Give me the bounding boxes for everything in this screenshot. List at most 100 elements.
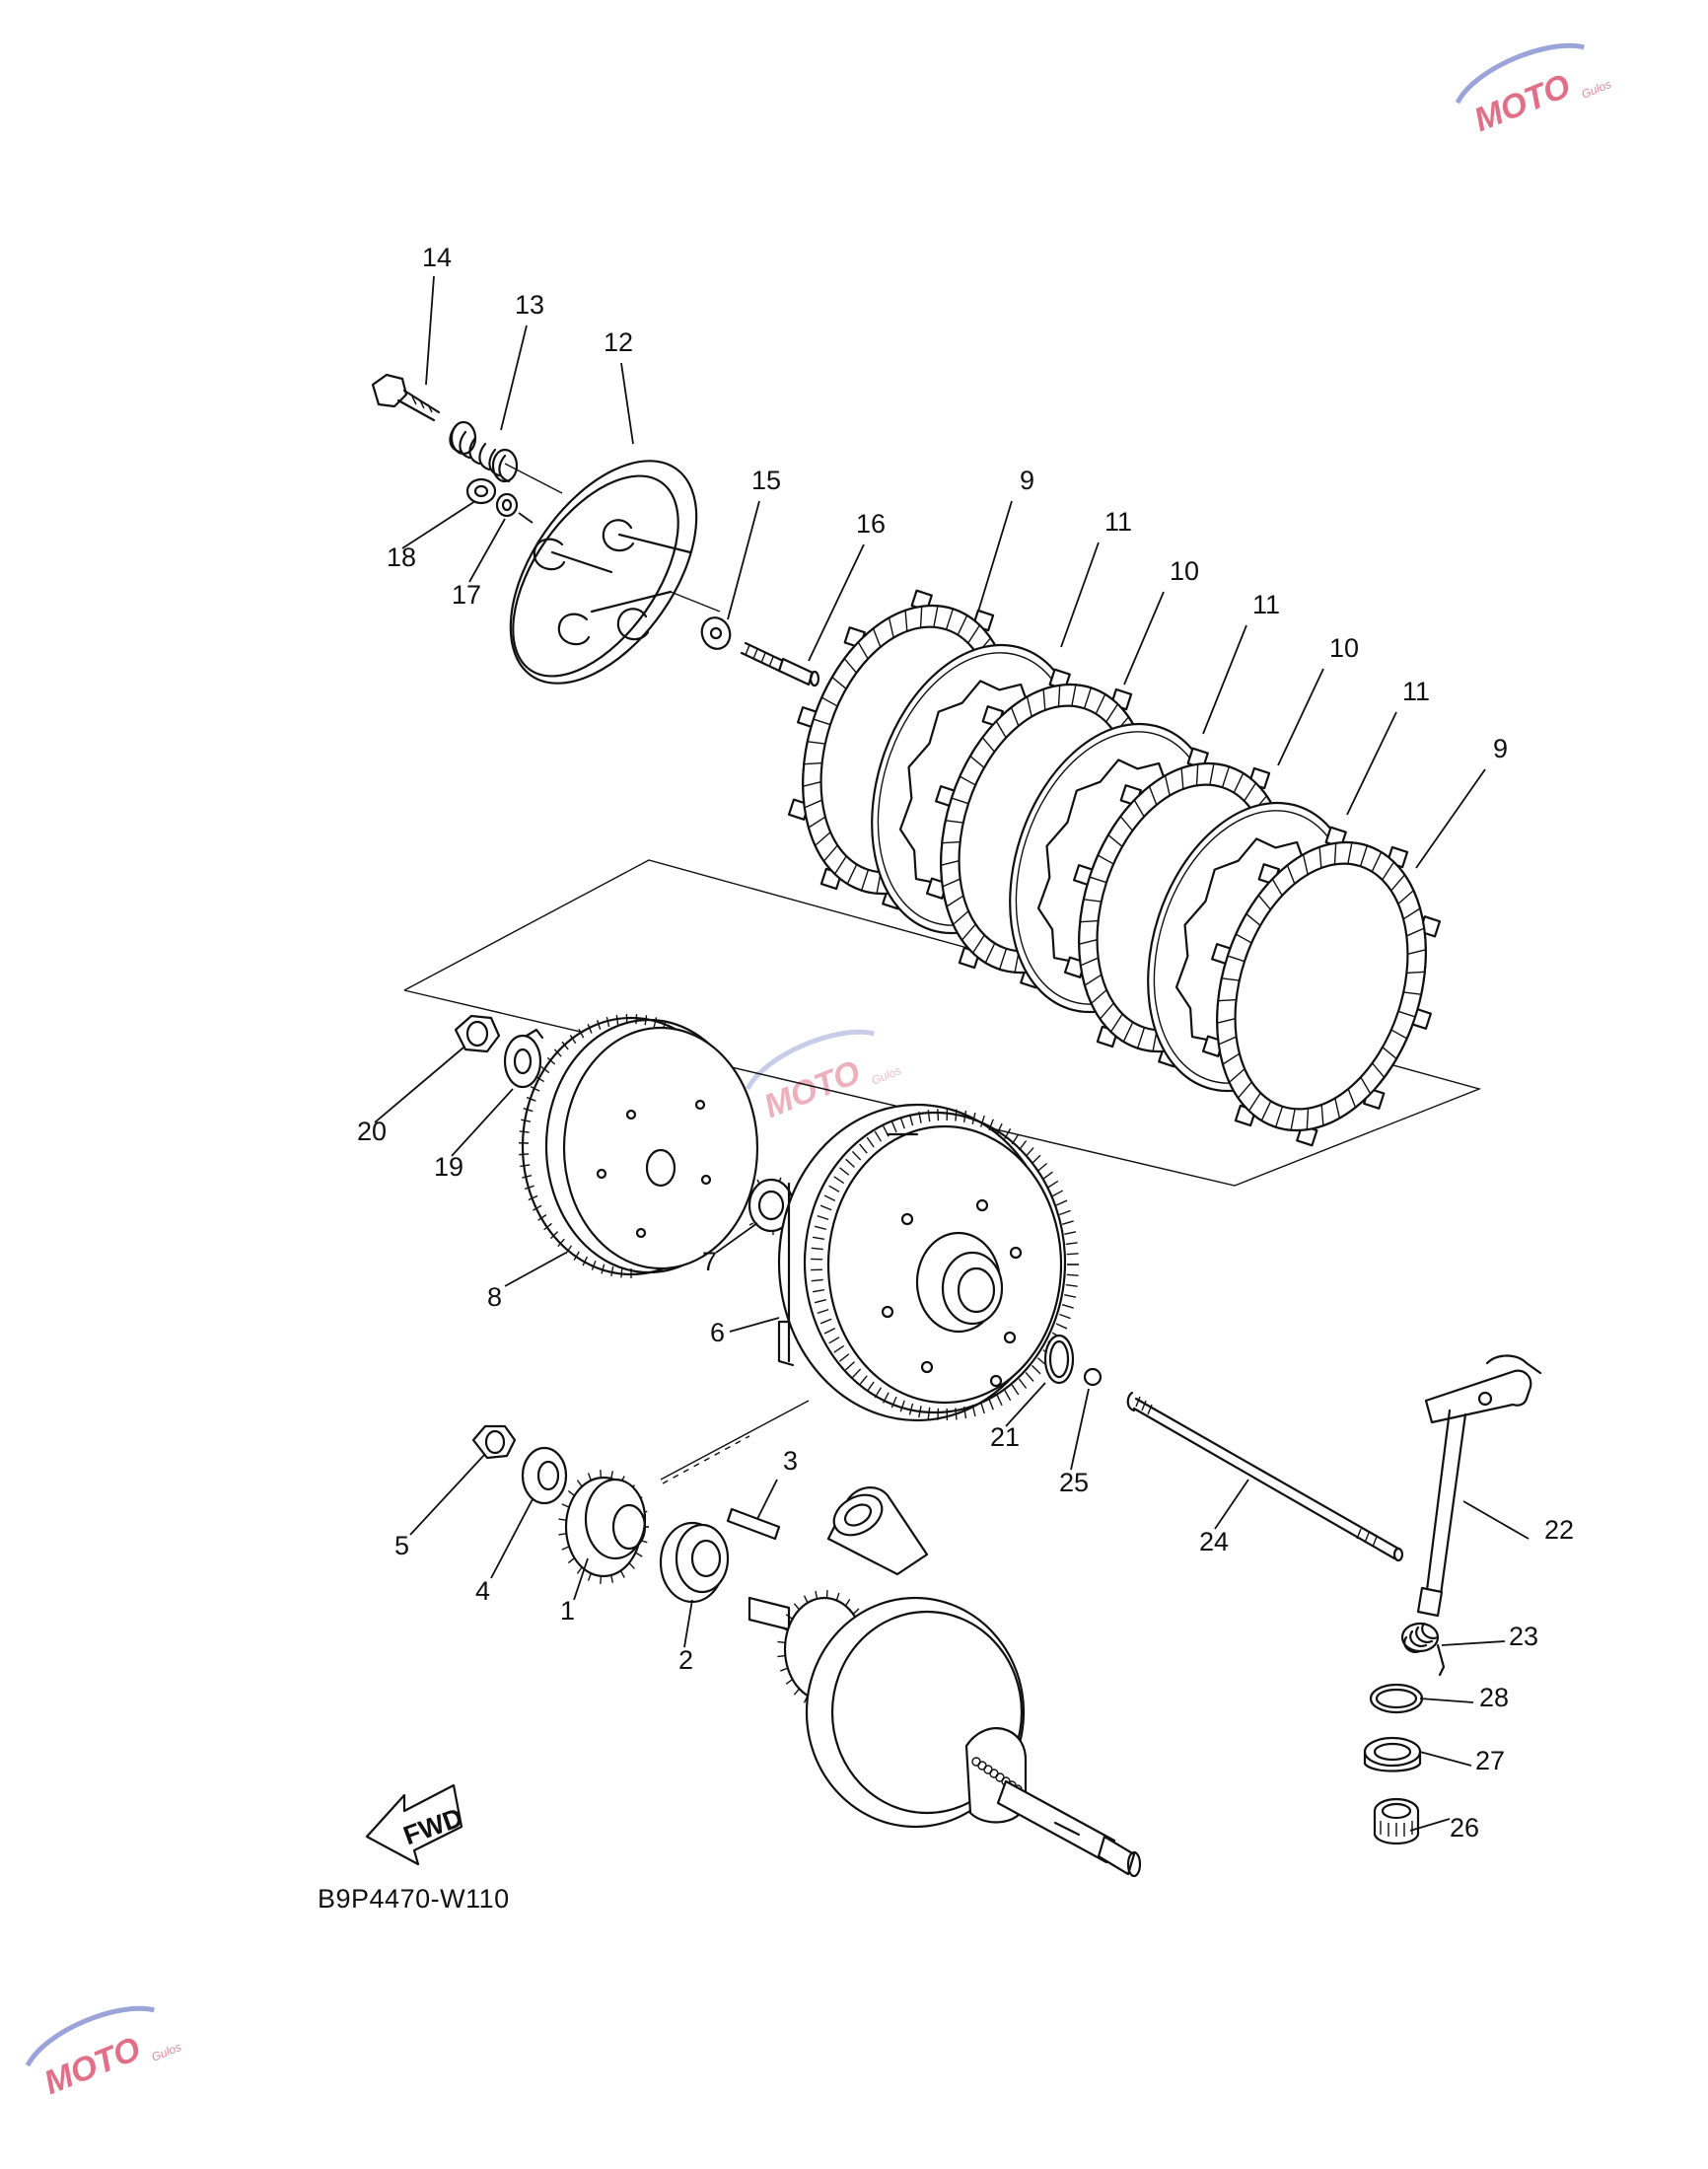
o-ring-21: [1043, 1334, 1075, 1385]
callout-20: 20: [357, 1117, 387, 1146]
watermark-bottom-left: MOTO Gulos: [25, 2005, 183, 2102]
callout-leader: [1462, 1500, 1530, 1540]
callout-1: 1: [560, 1596, 575, 1626]
callout-leader: [1346, 711, 1397, 816]
callout-28: 28: [1479, 1683, 1509, 1712]
lock-washer-19: [503, 1028, 544, 1089]
clutch-plate-stack: [787, 589, 1442, 1147]
callout-leader: [715, 1222, 758, 1254]
callout-leader: [683, 1599, 693, 1648]
callout-25: 25: [1059, 1468, 1089, 1497]
friction-plate: [1201, 826, 1442, 1147]
pressure-plate-12: [504, 460, 721, 685]
crankshaft: [747, 1486, 1142, 1878]
callout-11: 11: [1402, 677, 1430, 706]
callout-leader: [620, 362, 634, 445]
callout-leader: [808, 543, 865, 662]
callout-leader: [1415, 768, 1486, 869]
callout-18: 18: [387, 542, 416, 572]
push-rod-24: [1126, 1391, 1404, 1562]
callout-leader: [1070, 1388, 1090, 1471]
svg-text:Gulos: Gulos: [1580, 77, 1613, 102]
washer-17: [495, 492, 519, 518]
svg-text:MOTO: MOTO: [38, 2030, 145, 2102]
callout-leader: [374, 1047, 464, 1123]
bearing-2: [659, 1521, 730, 1604]
callout-6: 6: [710, 1318, 725, 1347]
callout-leader: [1419, 1751, 1472, 1767]
callout-17: 17: [452, 580, 481, 610]
collar-18: [465, 477, 497, 505]
callout-19: 19: [434, 1152, 463, 1182]
callout-leader: [409, 1453, 486, 1536]
ball-25: [1083, 1367, 1103, 1387]
callout-leader: [1060, 542, 1100, 648]
svg-text:MOTO: MOTO: [1468, 67, 1575, 139]
callout-3: 3: [783, 1446, 798, 1476]
callout-21: 21: [990, 1422, 1020, 1452]
watermark-top-right: MOTO Gulos: [1455, 42, 1613, 139]
callout-leader: [425, 275, 435, 386]
callout-leader: [451, 1088, 514, 1157]
nut-5: [471, 1424, 517, 1460]
primary-drive-gear-1: [558, 1400, 810, 1584]
callout-leader: [727, 500, 760, 620]
torsion-spring-23: [1400, 1622, 1446, 1677]
oil-seal-27: [1363, 1736, 1422, 1772]
callout-14: 14: [422, 243, 452, 272]
washer-15: [700, 616, 732, 650]
circlip-28: [1369, 1683, 1424, 1714]
washer-4: [521, 1446, 568, 1505]
callout-leader: [1277, 668, 1324, 766]
fwd-arrow-icon: FWD: [365, 1783, 466, 1866]
svg-text:Gulos: Gulos: [870, 1063, 903, 1088]
callout-layer: 1234567899101011111112131415161718192021…: [357, 243, 1574, 1843]
clutch-housing-6: [777, 1103, 1079, 1422]
diagram-code: B9P4470-W110: [318, 1884, 510, 1914]
callout-leader: [1409, 1818, 1451, 1832]
push-rod-16: [740, 641, 820, 687]
callout-12: 12: [604, 327, 633, 357]
callout-leader: [468, 518, 506, 583]
bearing-26: [1373, 1797, 1420, 1845]
callout-leader: [573, 1557, 589, 1601]
callout-23: 23: [1509, 1622, 1538, 1651]
callout-leader: [1202, 624, 1247, 735]
callout-15: 15: [751, 466, 781, 495]
clutch-boss-8: [519, 1014, 759, 1278]
svg-text:MOTO: MOTO: [758, 1053, 865, 1125]
spring-13: [449, 420, 519, 483]
callout-10: 10: [1170, 556, 1199, 586]
callout-leader: [1419, 1698, 1474, 1703]
callout-leader: [490, 1498, 534, 1579]
callout-leader: [977, 500, 1013, 613]
callout-13: 13: [515, 290, 544, 320]
callout-leader: [756, 1479, 778, 1520]
callout-8: 8: [487, 1282, 502, 1312]
callout-7: 7: [702, 1247, 717, 1276]
callout-leader: [1214, 1479, 1249, 1530]
callout-9: 9: [1020, 466, 1034, 495]
callout-leader: [729, 1317, 780, 1333]
callout-16: 16: [856, 509, 886, 539]
woodruff-key-3: [726, 1507, 781, 1541]
callout-24: 24: [1199, 1527, 1229, 1556]
callout-5: 5: [394, 1531, 409, 1560]
callout-leader: [504, 1252, 567, 1287]
callout-11: 11: [1104, 507, 1132, 537]
callout-11: 11: [1252, 590, 1280, 619]
callout-leader: [401, 500, 476, 549]
callout-leader: [1441, 1640, 1506, 1646]
callout-leader: [1005, 1382, 1046, 1427]
callout-10: 10: [1329, 633, 1359, 663]
callout-leader: [500, 325, 528, 431]
callout-26: 26: [1450, 1813, 1479, 1843]
push-lever-shaft-22: [1416, 1354, 1542, 1618]
bolt-14: [371, 373, 441, 422]
callout-2: 2: [678, 1645, 693, 1675]
callout-9: 9: [1493, 734, 1508, 763]
callout-22: 22: [1544, 1515, 1574, 1545]
svg-text:Gulos: Gulos: [150, 2040, 183, 2064]
nut-20: [454, 1014, 501, 1053]
